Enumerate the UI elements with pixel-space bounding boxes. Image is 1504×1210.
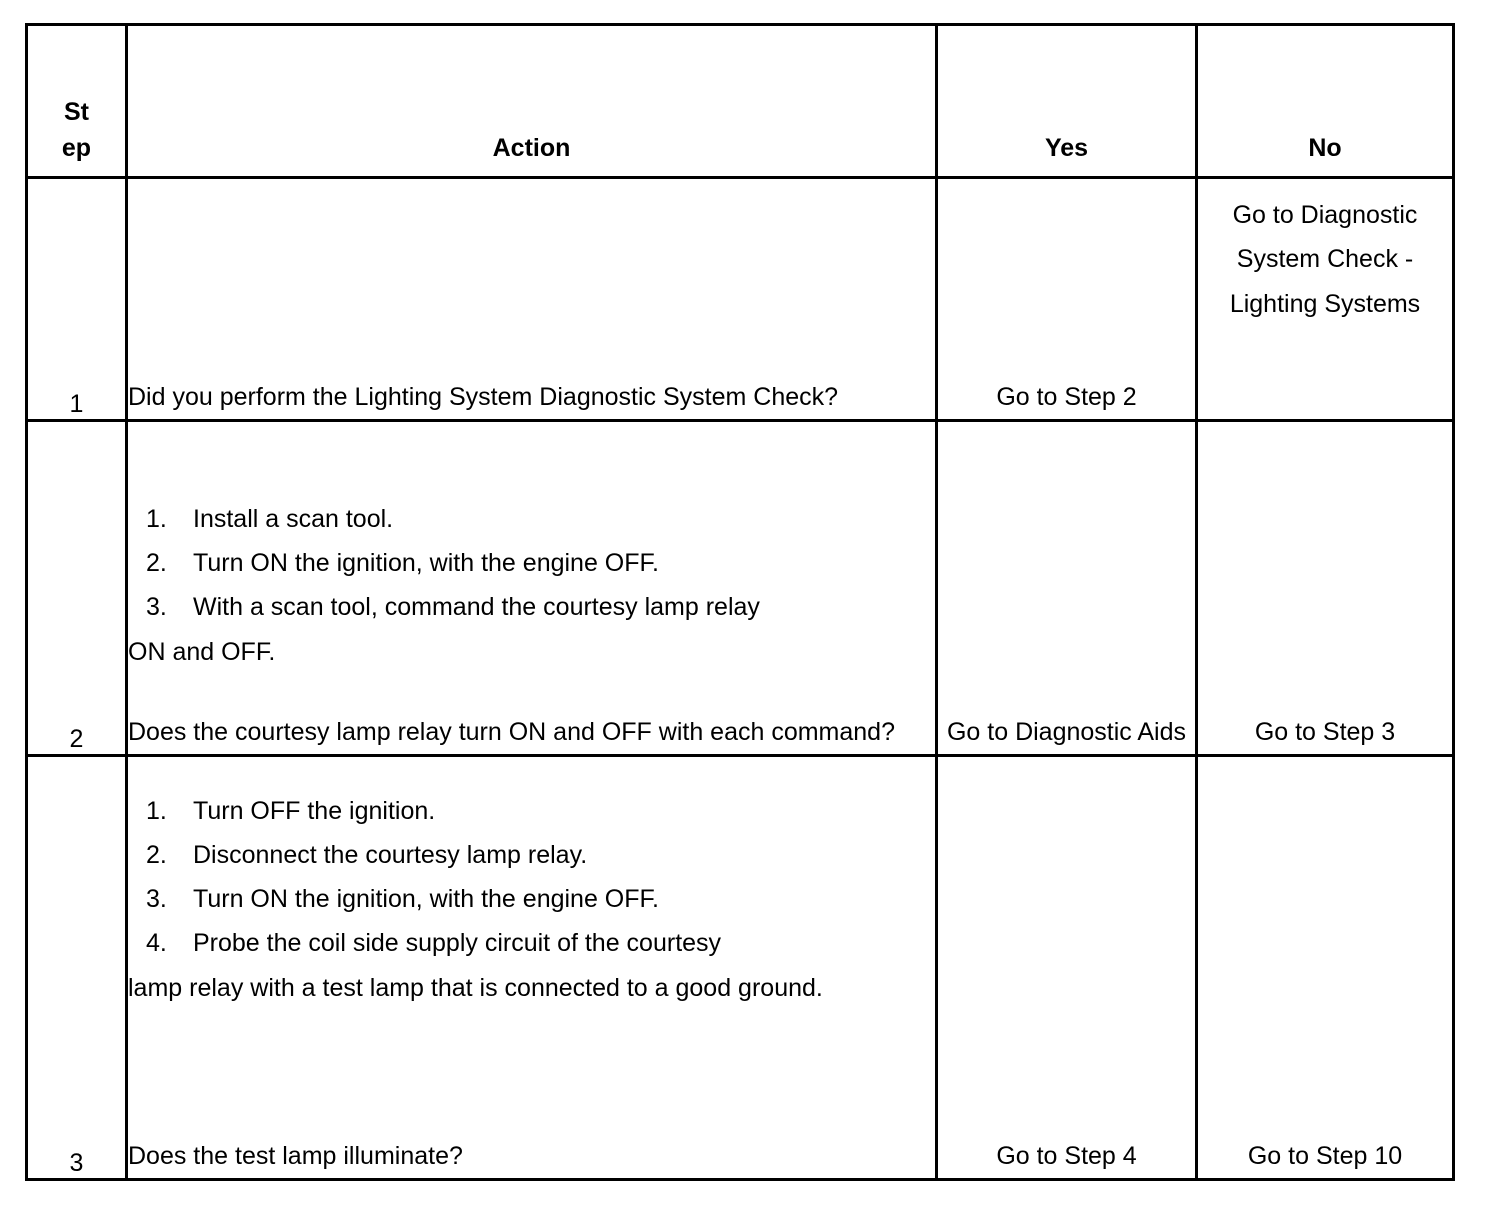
- table-header-row: St ep Action Yes No: [25, 23, 1455, 179]
- list-item-wrap-text: lamp relay with a test lamp that is conn…: [128, 973, 823, 1002]
- yes-cell: Go to Diagnostic Aids: [935, 419, 1198, 757]
- list-item-number: 2.: [146, 840, 167, 869]
- action-cell: Did you perform the Lighting System Diag…: [125, 176, 938, 422]
- list-item-number: 4.: [146, 929, 167, 958]
- list-item: 2. Turn ON the ignition, with the engine…: [128, 541, 935, 585]
- action-step-list: 1. Turn OFF the ignition. 2. Disconnect …: [128, 789, 935, 966]
- action-question: Does the courtesy lamp relay turn ON and…: [128, 717, 895, 746]
- list-item-text: Turn OFF the ignition.: [193, 796, 436, 825]
- table-row: 3 1. Turn OFF the ignition. 2. Disconnec…: [25, 754, 1455, 1181]
- list-item-text: Probe the coil side supply circuit of th…: [193, 929, 722, 958]
- list-item-text: With a scan tool, command the courtesy l…: [193, 593, 760, 622]
- list-item-text: Disconnect the courtesy lamp relay.: [193, 840, 588, 869]
- list-item-text: Turn ON the ignition, with the engine OF…: [193, 549, 659, 577]
- column-header-step-line1: St: [64, 98, 89, 126]
- action-step-list: 1. Install a scan tool. 2. Turn ON the i…: [128, 497, 935, 630]
- diagnostic-steps-table: St ep Action Yes No 1 Did you perform th…: [25, 23, 1455, 1181]
- action-cell: 1. Turn OFF the ignition. 2. Disconnect …: [125, 754, 938, 1181]
- yes-cell: Go to Step 2: [935, 176, 1198, 422]
- list-item: 4. Probe the coil side supply circuit of…: [128, 921, 935, 965]
- list-item-number: 3.: [146, 593, 167, 622]
- list-item: 1. Turn OFF the ignition.: [128, 789, 935, 833]
- step-number: 3: [25, 754, 128, 1181]
- list-item-number: 1.: [146, 504, 167, 533]
- list-item: 3. Turn ON the ignition, with the engine…: [128, 877, 935, 921]
- no-cell: Go to Diagnostic System Check - Lighting…: [1195, 176, 1455, 422]
- list-item-wrap-text: ON and OFF.: [128, 637, 276, 666]
- list-item: 3. With a scan tool, command the courtes…: [128, 585, 935, 629]
- table-row: 1 Did you perform the Lighting System Di…: [25, 176, 1455, 422]
- column-header-no: No: [1195, 23, 1455, 179]
- list-item: 2. Disconnect the courtesy lamp relay.: [128, 833, 935, 877]
- list-item-number: 1.: [146, 796, 167, 825]
- table-row: 2 1. Install a scan tool. 2. Turn ON the…: [25, 419, 1455, 757]
- list-item-number: 3.: [146, 885, 167, 913]
- list-item-text: Turn ON the ignition, with the engine OF…: [193, 885, 659, 913]
- column-header-action: Action: [125, 23, 938, 179]
- list-item: 1. Install a scan tool.: [128, 497, 935, 541]
- no-cell: Go to Step 10: [1195, 754, 1455, 1181]
- action-question: Did you perform the Lighting System Diag…: [128, 382, 839, 411]
- column-header-step: St ep: [25, 23, 128, 179]
- list-item-number: 2.: [146, 549, 167, 577]
- no-cell: Go to Step 3: [1195, 419, 1455, 757]
- action-cell: 1. Install a scan tool. 2. Turn ON the i…: [125, 419, 938, 757]
- column-header-yes: Yes: [935, 23, 1198, 179]
- list-item-text: Install a scan tool.: [193, 504, 394, 533]
- column-header-step-line2: ep: [61, 133, 92, 162]
- step-number: 2: [25, 419, 128, 757]
- step-number: 1: [25, 176, 128, 422]
- yes-cell: Go to Step 4: [935, 754, 1198, 1181]
- action-question: Does the test lamp illuminate?: [128, 1141, 463, 1170]
